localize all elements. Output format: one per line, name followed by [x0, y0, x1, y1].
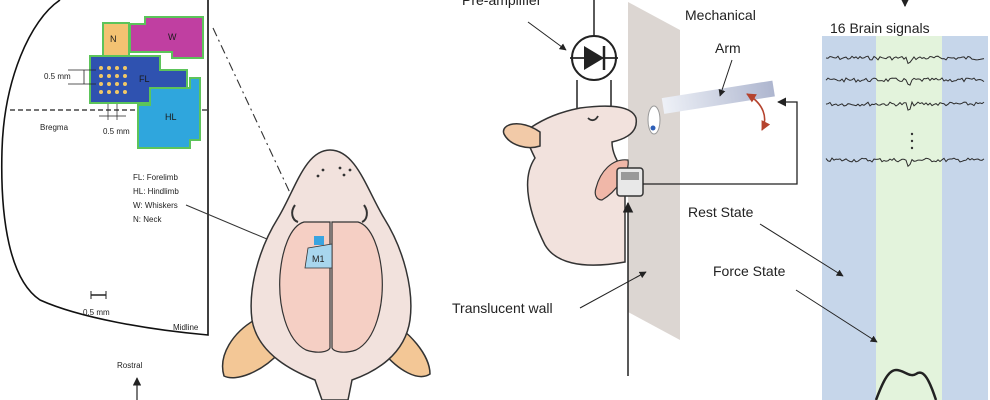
electrode-dot [123, 90, 127, 94]
scale-bar [90, 291, 107, 299]
bregma-label: Bregma [40, 123, 69, 132]
whiskers-region [129, 16, 204, 59]
force-sensor-top [621, 172, 639, 180]
brain-right [331, 221, 383, 353]
rest-state-arrow [759, 223, 844, 277]
dim-horizontal-label: 0.5 mm [103, 127, 130, 136]
signal-trace [825, 77, 985, 86]
force-state-arrow [795, 289, 878, 343]
signals-panel: 16 Brain signals Rest State Force State [688, 0, 988, 400]
arm-arrow [718, 59, 733, 97]
electrode-dot [107, 66, 111, 70]
electrode-array [99, 66, 127, 94]
signal-trace [825, 55, 985, 65]
dim-vertical-label: 0.5 mm [44, 72, 71, 81]
head-outline [250, 149, 412, 400]
legend-whiskers: W: Whiskers [133, 201, 178, 210]
whisker-pore [348, 168, 352, 172]
neck-label: N [110, 34, 117, 44]
trace-ellipsis [910, 132, 914, 150]
whisker-pore [316, 174, 320, 178]
electrode-dot [99, 82, 103, 86]
electrode-dot [123, 66, 127, 70]
rat-body [525, 105, 638, 266]
electrode-dot [115, 82, 119, 86]
rostral-label: Rostral [117, 361, 143, 370]
m1-label: M1 [312, 254, 325, 264]
force-state-label: Force State [713, 263, 786, 279]
electrode-dot [99, 74, 103, 78]
whisker-pore [342, 173, 346, 177]
scale-bar-label: 0.5 mm [83, 308, 110, 317]
electrode-dot [99, 90, 103, 94]
electrode-dot [107, 82, 111, 86]
translucent-wall-label: Translucent wall [452, 300, 553, 316]
rat-head-top-view: M1 [221, 149, 431, 400]
signal-trace [825, 157, 985, 168]
rat-eye [587, 115, 599, 122]
region-legend: FL: Forelimb HL: Hindlimb W: Whiskers N:… [133, 173, 179, 224]
rest-band-left [822, 36, 876, 400]
whisker-pore [321, 168, 325, 172]
pre-amplifier-label: Pre-amplifier [462, 0, 542, 8]
setup-panel: Pre-amplifier Mechanical Arm Translucent… [452, 0, 798, 376]
electrode-dot [99, 66, 103, 70]
mechanical-label: Mechanical [685, 7, 756, 23]
signal-traces [825, 55, 985, 168]
whisker-pore [338, 166, 342, 170]
rat-ear [502, 123, 541, 149]
electrode-marker [314, 236, 324, 245]
electrode-dot [123, 74, 127, 78]
arm-rotation-arrow [746, 93, 771, 131]
hindlimb-region [137, 77, 201, 149]
zoom-connector-top [212, 27, 306, 226]
whiskers-label: W [168, 32, 177, 42]
force-band [876, 36, 942, 400]
electrode-dot [115, 74, 119, 78]
legend-hindlimb: HL: Hindlimb [133, 187, 179, 196]
cortex-map-panel: N W FL HL 0.5 mm 0.5 mm Bregma FL: Forel… [0, 0, 209, 400]
translucent-wall [628, 2, 680, 340]
rest-band-right [942, 36, 988, 400]
arm-label: Arm [715, 40, 741, 56]
rest-state-label: Rest State [688, 204, 754, 220]
m1-area [304, 243, 333, 269]
wall-window-dot [650, 125, 656, 131]
electrode-dot [107, 74, 111, 78]
force-curve [874, 368, 938, 400]
electrode-dot [115, 90, 119, 94]
midline-label: Midline [173, 323, 199, 332]
legend-forelimb: FL: Forelimb [133, 173, 178, 182]
electrode-dot [115, 66, 119, 70]
pre-amplifier-arrow [527, 21, 567, 51]
legend-neck: N: Neck [133, 215, 162, 224]
mechanical-arm [661, 80, 775, 114]
feedback-wire [643, 97, 798, 185]
electrode-dot [107, 90, 111, 94]
forelimb-label: FL [139, 74, 150, 84]
hemisphere-outline [0, 0, 209, 336]
brain-signals-title: 16 Brain signals [830, 20, 930, 36]
left-eye [291, 204, 299, 223]
electrode-dot [123, 82, 127, 86]
hindlimb-label: HL [165, 112, 177, 122]
signal-trace [825, 100, 985, 111]
wall-arrow [579, 271, 647, 309]
right-eye [361, 204, 368, 223]
